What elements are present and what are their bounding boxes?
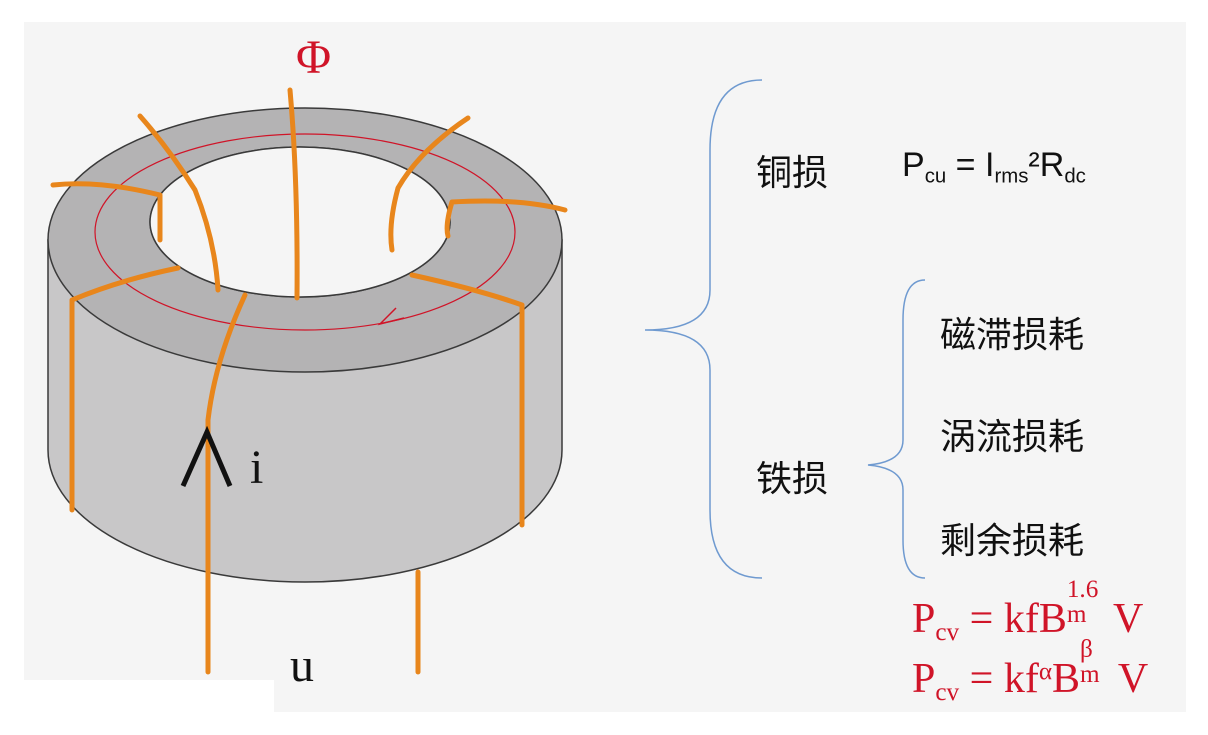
copper-formula-sq: ²R [1028,146,1065,184]
winding-8 [409,272,525,528]
f2-p: P [912,656,936,702]
f2-sub: m [1080,661,1100,689]
f2-mid: = kf [959,656,1039,702]
f2-p-sub: cv [935,679,960,707]
winding-3 [137,113,221,293]
flux-arrow-icon [377,307,405,326]
f1-sup: 1.6 [1066,576,1099,604]
eddy-loss-label: 涡流损耗 [940,417,1085,458]
main-brace [644,79,763,579]
residual-loss-label: 剩余损耗 [940,521,1085,562]
f1-end: V [1113,596,1144,642]
f2-alpha: α [1038,658,1053,686]
voltage-label: u [290,639,314,692]
f1-mid: = kfB [959,596,1067,642]
core-hole [149,146,451,298]
winding-7 [444,198,568,239]
flux-label: Φ [296,31,332,84]
f1-sub: m [1066,601,1087,629]
copper-formula-r-sub: dc [1064,165,1086,188]
flux-loop [94,133,516,331]
copper-formula-p: P [902,146,925,184]
f2-beta: β [1080,636,1093,664]
iron-loss-label: 铁损 [756,459,829,500]
winding-4 [50,181,163,243]
current-label: i [250,441,264,494]
winding-6 [388,115,471,253]
copper-loss-formula: Pcu = Irms²Rdc [902,146,1086,188]
winding-1 [205,292,248,675]
winding-2 [287,87,300,301]
f2-end: V [1117,656,1149,702]
hysteresis-loss-label: 磁滞损耗 [940,315,1085,356]
corner-strip [24,680,274,712]
copper-formula-i-sub: rms [994,165,1029,188]
current-arrow-icon [180,425,233,488]
copper-loss-label: 铜损 [756,153,829,194]
iron-brace [867,279,926,579]
f1-p: P [912,596,936,642]
f1-p-sub: cv [935,619,960,647]
winding-5 [69,265,181,513]
copper-formula-eq: = I [946,146,995,184]
copper-formula-p-sub: cu [924,165,947,188]
f2-b: B [1052,656,1081,702]
